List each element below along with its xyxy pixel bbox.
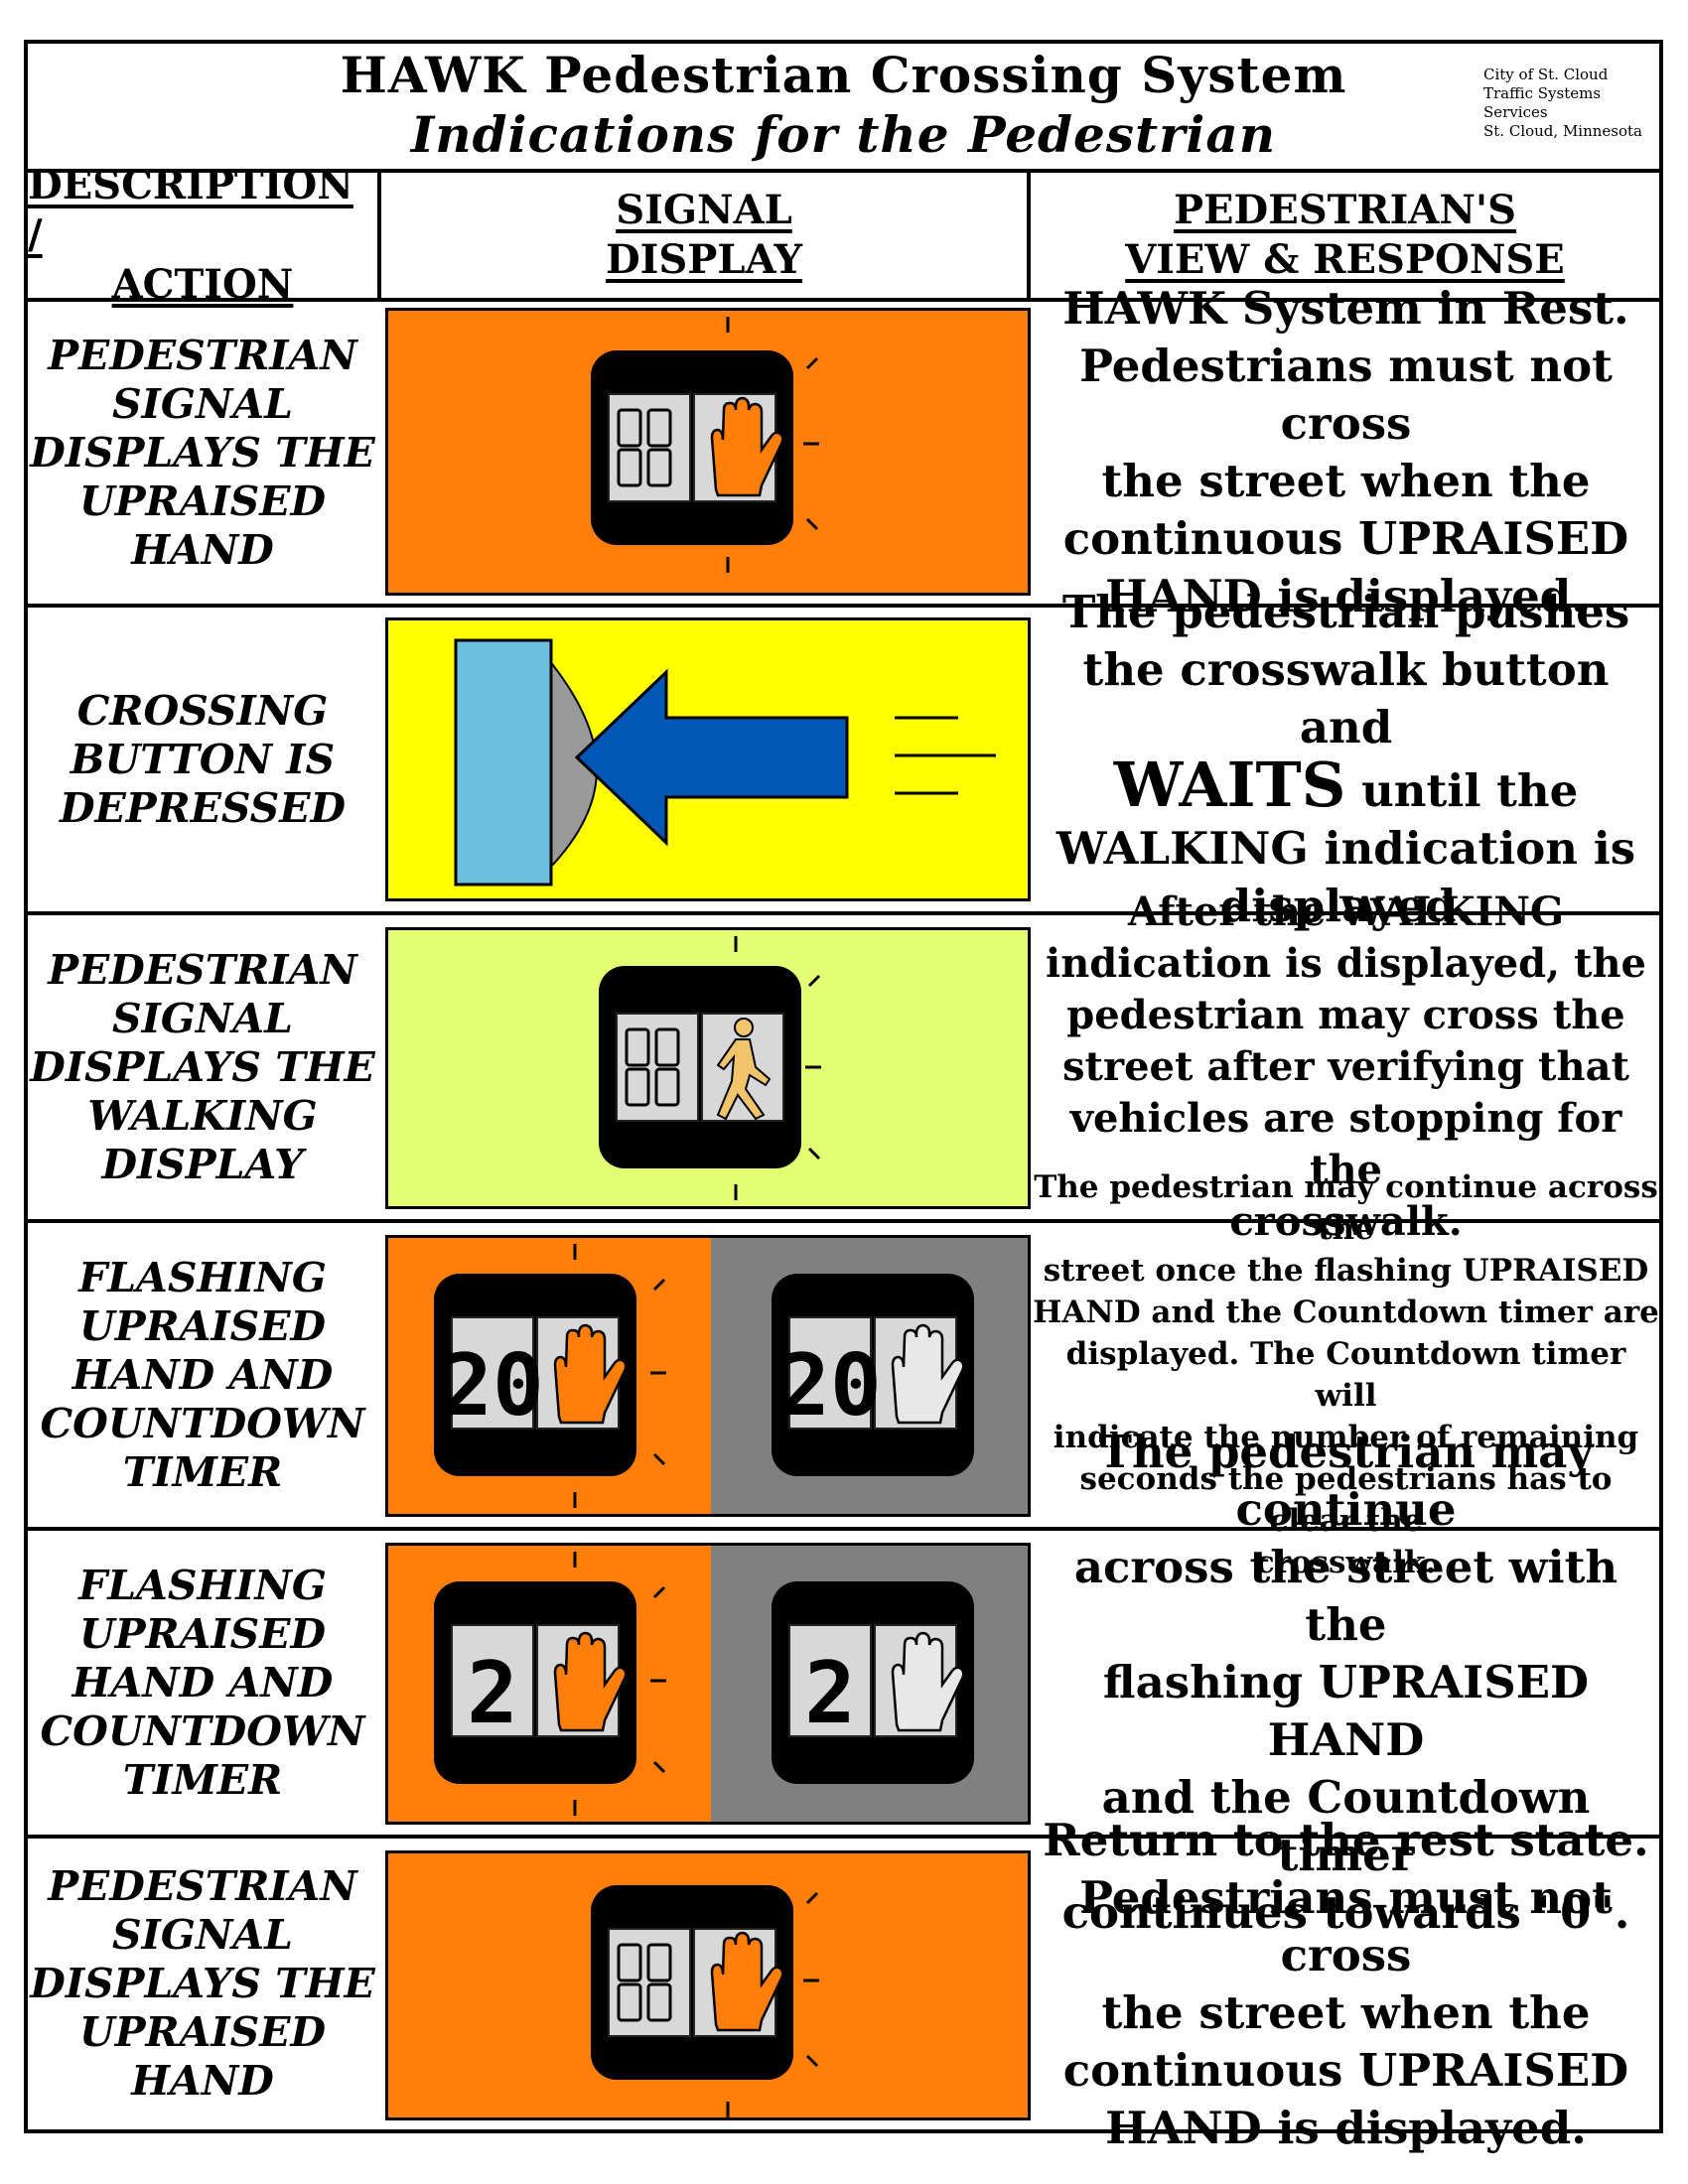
column-divider [377,173,381,302]
page-title: HAWK Pedestrian Crossing System [340,46,1347,104]
countdown-digits: 2 [467,1644,518,1743]
hand-signal-icon [591,1885,819,2117]
signal-panel-button-press [385,617,1031,901]
countdown-digits: 20 [441,1336,544,1435]
signal-panel-upraised-hand [385,1850,1031,2120]
sheet-header: HAWK Pedestrian Crossing System Indicati… [28,44,1659,173]
org-line: City of St. Cloud [1483,66,1609,83]
org-line: Traffic Systems [1483,84,1602,102]
page-subtitle: Indications for the Pedestrian [410,105,1277,164]
column-header-line: DISPLAY [605,236,803,283]
column-header-line: VIEW & RESPONSE [1125,236,1565,283]
signal-panel-flashing-countdown: 2 2 [385,1543,1031,1825]
row-response: HAWK System in Rest.Pedestrians must not… [1062,282,1629,622]
column-divider [1027,173,1031,302]
push-button-icon [454,638,996,887]
row-response: The pedestrian pushes the crosswalk butt… [1055,586,1636,932]
column-header-description: DESCRIPTION / ACTION [28,162,377,308]
signal-panel-flashing-countdown: 20 20 [385,1235,1031,1517]
signal-panel-upraised-hand [385,308,1031,596]
countdown-digits: 2 [804,1644,856,1743]
column-header-line: DESCRIPTION / [28,162,353,258]
hawk-sheet: HAWK Pedestrian Crossing System Indicati… [24,40,1663,2154]
org-line: Services [1483,103,1548,121]
signal-panel-walking [385,927,1031,1209]
countdown-signal-icon: 2 2 [434,1552,974,1816]
countdown-signal-icon: 20 20 [434,1244,974,1508]
org-line: St. Cloud, Minnesota [1483,122,1642,140]
hand-signal-icon [591,317,819,573]
row-response: Return to the rest state.Pedestrians mus… [1043,1813,1649,2154]
column-header-line: SIGNAL [616,187,792,233]
column-header-line: PEDESTRIAN'S [1173,187,1517,233]
organization-block: City of St. Cloud Traffic Systems Servic… [1483,66,1642,141]
column-header-signal: SIGNAL DISPLAY [381,173,1027,302]
walking-signal-icon [599,936,821,1200]
countdown-digits: 20 [778,1336,882,1435]
